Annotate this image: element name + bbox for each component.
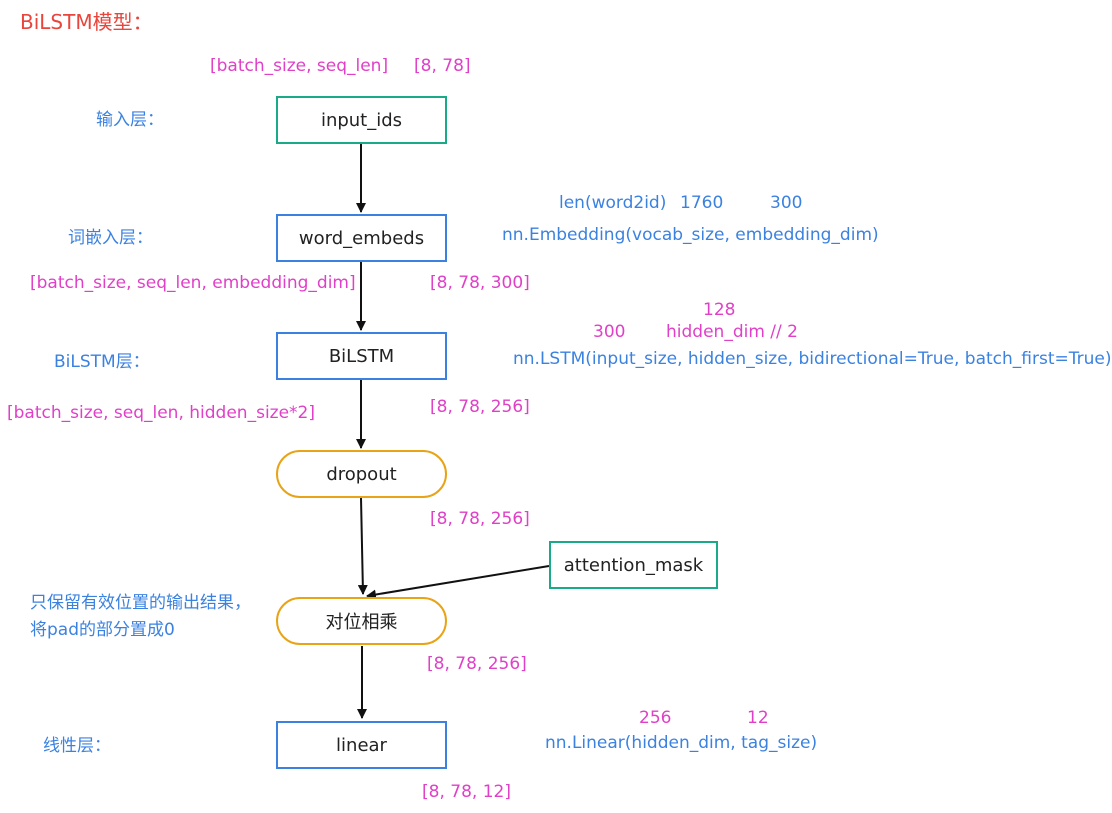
node-multiply: 对位相乘 [276, 597, 447, 645]
lstm-hidden-top: 128 [703, 300, 736, 320]
linear-in-value: 256 [639, 708, 672, 728]
note-line-2: 将pad的部分置成0 [30, 620, 175, 640]
linear-call: nn.Linear(hidden_dim, tag_size) [545, 733, 818, 753]
lstm-hidden-expr: hidden_dim // 2 [666, 322, 798, 342]
node-bilstm: BiLSTM [276, 332, 447, 380]
shape-input-symbolic: [batch_size, seq_len] [210, 56, 389, 76]
shape-linear-value: [8, 78, 12] [422, 782, 511, 802]
note-line-1: 只保留有效位置的输出结果， [30, 593, 251, 613]
node-linear: linear [276, 721, 447, 769]
label-input-layer: 输入层： [96, 110, 164, 130]
embed-dim-value: 300 [770, 193, 803, 213]
embed-vocab-value: 1760 [680, 193, 724, 213]
label-embed-layer: 词嵌入层： [68, 228, 153, 248]
arrow-mask-to-multiply [366, 565, 550, 600]
lstm-input-value: 300 [593, 322, 626, 342]
shape-embed-value: [8, 78, 300] [430, 273, 530, 293]
shape-embed-symbolic: [batch_size, seq_len, embedding_dim] [30, 273, 356, 293]
embed-call: nn.Embedding(vocab_size, embedding_dim) [502, 225, 879, 245]
node-dropout: dropout [276, 450, 447, 498]
node-input-ids: input_ids [276, 96, 447, 144]
linear-out-value: 12 [747, 708, 769, 728]
shape-input-value: [8, 78] [414, 56, 471, 76]
shape-multiply-value: [8, 78, 256] [427, 654, 527, 674]
embed-vocab-expr: len(word2id) [559, 193, 667, 213]
page-title: BiLSTM模型： [20, 10, 153, 34]
label-linear-layer: 线性层： [43, 736, 111, 756]
shape-bilstm-value: [8, 78, 256] [430, 397, 530, 417]
arrow-dropout-to-multiply [357, 497, 368, 595]
lstm-call: nn.LSTM(input_size, hidden_size, bidirec… [513, 349, 1112, 369]
label-bilstm-layer: BiLSTM层： [54, 352, 150, 372]
node-attention-mask: attention_mask [549, 541, 718, 589]
shape-dropout-value: [8, 78, 256] [430, 509, 530, 529]
node-word-embeds: word_embeds [276, 214, 447, 262]
shape-bilstm-symbolic: [batch_size, seq_len, hidden_size*2] [7, 403, 315, 423]
